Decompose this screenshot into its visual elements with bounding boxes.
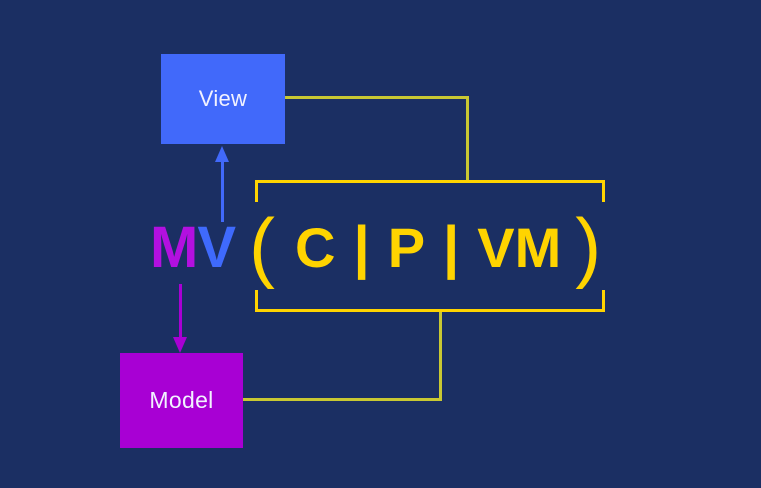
connector-view-vertical xyxy=(466,96,469,183)
formula-term-c: C xyxy=(295,216,336,279)
bracket-right-top-stub xyxy=(602,180,605,202)
formula-separator-2: | xyxy=(443,215,460,280)
formula-term-p: P xyxy=(387,216,426,279)
bracket-left-bottom-stub xyxy=(255,290,258,312)
connector-view-horizontal xyxy=(285,96,469,99)
formula-prefix-v: V xyxy=(197,215,236,280)
node-model[interactable]: Model xyxy=(120,353,243,448)
connector-model-horizontal xyxy=(243,398,442,401)
node-model-label: Model xyxy=(149,387,214,413)
formula-open-paren: ( xyxy=(249,202,275,290)
arrow-to-model-shaft xyxy=(179,284,182,340)
formula-term-vm: VM xyxy=(477,216,562,279)
arrow-to-view-shaft xyxy=(221,160,224,222)
bracket-left-top-stub xyxy=(255,180,258,202)
bracket-bottom-edge xyxy=(255,309,605,312)
connector-model-vertical xyxy=(439,310,442,401)
node-view-label: View xyxy=(198,86,248,111)
arrow-to-model-head-icon xyxy=(173,337,187,353)
node-view[interactable]: View xyxy=(161,54,285,144)
bracket-top-edge xyxy=(255,180,605,183)
arrow-to-view-head-icon xyxy=(215,146,229,162)
bracket-group xyxy=(255,180,605,312)
formula-close-paren: ) xyxy=(575,202,602,290)
formula-prefix-m: M xyxy=(150,215,198,280)
formula-separator-1: | xyxy=(353,215,370,280)
bracket-right-bottom-stub xyxy=(602,290,605,312)
formula-expression: M V ( C | P | VM ) xyxy=(150,202,605,290)
